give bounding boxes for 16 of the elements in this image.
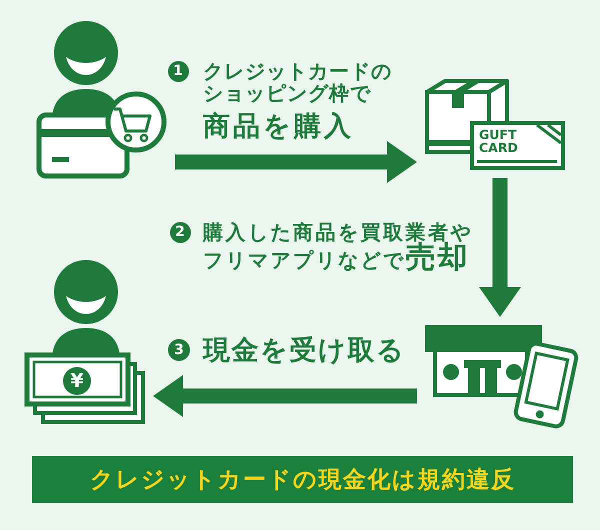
person-with-card-and-cart-illustration — [36, 20, 167, 179]
shop-and-smartphone-illustration — [425, 325, 580, 430]
card-text: GUFT CARD — [479, 128, 519, 154]
step-number: 2 — [170, 222, 190, 242]
step-description: 購入した商品を買取業者やフリマアプリなどで売却 — [203, 219, 474, 273]
warning-text: クレジットカードの現金化は規約違反 — [90, 466, 516, 495]
step-number: 3 — [168, 339, 190, 361]
arrow — [479, 178, 521, 317]
parcel-and-gift-card-illustration — [425, 79, 566, 170]
step-description: クレジットカードのショッピング枠で商品を購入 — [203, 60, 393, 144]
arrow — [153, 375, 417, 417]
banner — [32, 456, 573, 503]
step-description: 現金を受け取る — [203, 334, 406, 368]
step-number: 1 — [168, 60, 188, 82]
person-with-banknotes-illustration — [24, 260, 145, 425]
arrow — [175, 141, 417, 183]
